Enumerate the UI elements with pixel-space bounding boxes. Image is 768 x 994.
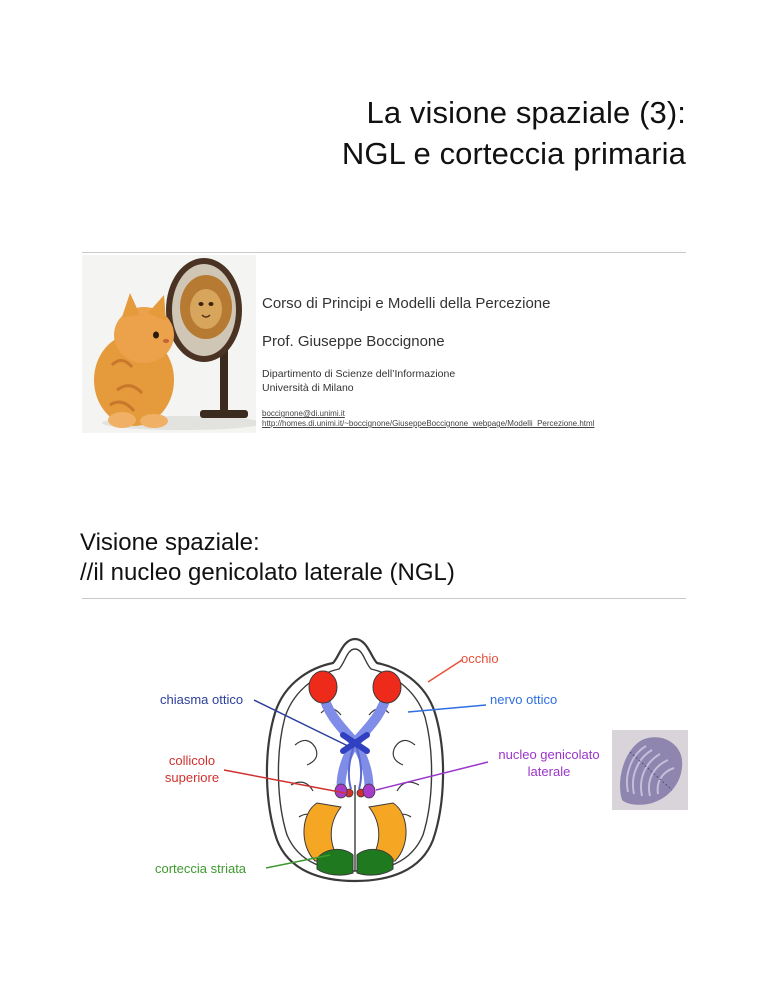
slide2-heading-line1: Visione spaziale: (80, 529, 260, 556)
label-chiasma-ottico: chiasma ottico (160, 691, 243, 708)
course-name: Corso di Principi e Modelli della Percez… (262, 295, 551, 312)
label-ngl-line1: nucleo genicolato (498, 747, 600, 762)
slide2-heading-line2: //il nucleo genicolato laterale (NGL) (80, 559, 455, 586)
slide1-title-line2: NGL e corteccia primaria (341, 136, 686, 171)
slide1-title-line1: La visione spaziale (3): (366, 95, 686, 130)
label-corteccia-striata-text: corteccia striata (155, 861, 247, 876)
divider (82, 598, 686, 599)
university-name: Università di Milano (262, 382, 354, 394)
lgn-histology-image (612, 730, 688, 810)
brain-visual-pathway-svg (265, 637, 445, 883)
label-nervo-ottico-text: nervo ottico (490, 692, 558, 707)
label-corteccia-striata: corteccia striata (155, 860, 246, 877)
label-occhio: occhio (461, 650, 499, 667)
lgn-histology-illustration (612, 730, 688, 810)
label-occhio-text: occhio (461, 651, 499, 666)
professor-name: Prof. Giuseppe Boccignone (262, 333, 445, 350)
label-nervo-ottico: nervo ottico (490, 691, 557, 708)
label-collicolo-line2: superiore (164, 770, 220, 785)
cat-lion-mirror-image (82, 255, 256, 433)
email-link[interactable]: boccignone@di.unimi.it (262, 409, 345, 418)
label-collicolo-line1: collicolo (168, 753, 216, 768)
divider (82, 252, 686, 253)
label-nucleo-genicolato-laterale: nucleo genicolato laterale (488, 746, 610, 780)
label-chiasma-ottico-text: chiasma ottico (160, 692, 244, 707)
label-collicolo-superiore: collicolo superiore (160, 752, 224, 786)
department-name: Dipartimento di Scienze dell’Informazion… (262, 368, 456, 380)
cat-lion-mirror-illustration (82, 255, 256, 433)
course-url-link[interactable]: http://homes.di.unimi.it/~boccignone/Giu… (262, 419, 595, 428)
label-ngl-line2: laterale (527, 764, 571, 779)
brain-diagram (255, 635, 455, 885)
